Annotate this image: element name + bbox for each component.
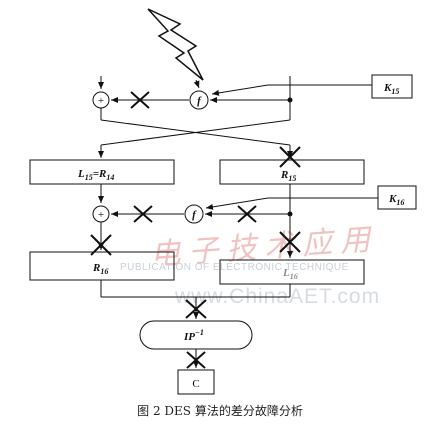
ciphertext-box	[177, 369, 215, 395]
f-label: f	[192, 209, 197, 221]
l16-box	[219, 259, 365, 285]
f-function-round15	[189, 90, 209, 110]
xor-symbol: +	[98, 209, 104, 221]
k15-label: K15	[383, 82, 399, 96]
f-label: f	[197, 95, 202, 107]
r16-box	[29, 251, 175, 281]
r16-label: R16	[92, 262, 108, 276]
l15-box	[29, 159, 175, 185]
fault-arrow	[193, 79, 200, 89]
k16-arrow	[205, 197, 378, 210]
k16-box	[377, 185, 417, 210]
k16-label: K16	[388, 193, 404, 207]
ip-inverse-label: IP−1	[183, 328, 204, 343]
k15-box	[371, 74, 413, 99]
k15-arrow	[211, 84, 372, 96]
l16-label: L16	[282, 267, 298, 281]
f-function-round16	[184, 204, 204, 224]
lightning-bolt-icon	[147, 8, 204, 81]
r15-label: R15	[280, 169, 296, 183]
l15-label: L15=R14	[77, 168, 114, 182]
figure-caption: 图 2 DES 算法的差分故障分析	[137, 404, 303, 418]
watermark-en: PUBLICATION OF ELECTRONIC TECHNIQUE	[120, 262, 349, 273]
ciphertext-label: C	[192, 378, 199, 390]
xor-symbol: +	[98, 95, 104, 107]
